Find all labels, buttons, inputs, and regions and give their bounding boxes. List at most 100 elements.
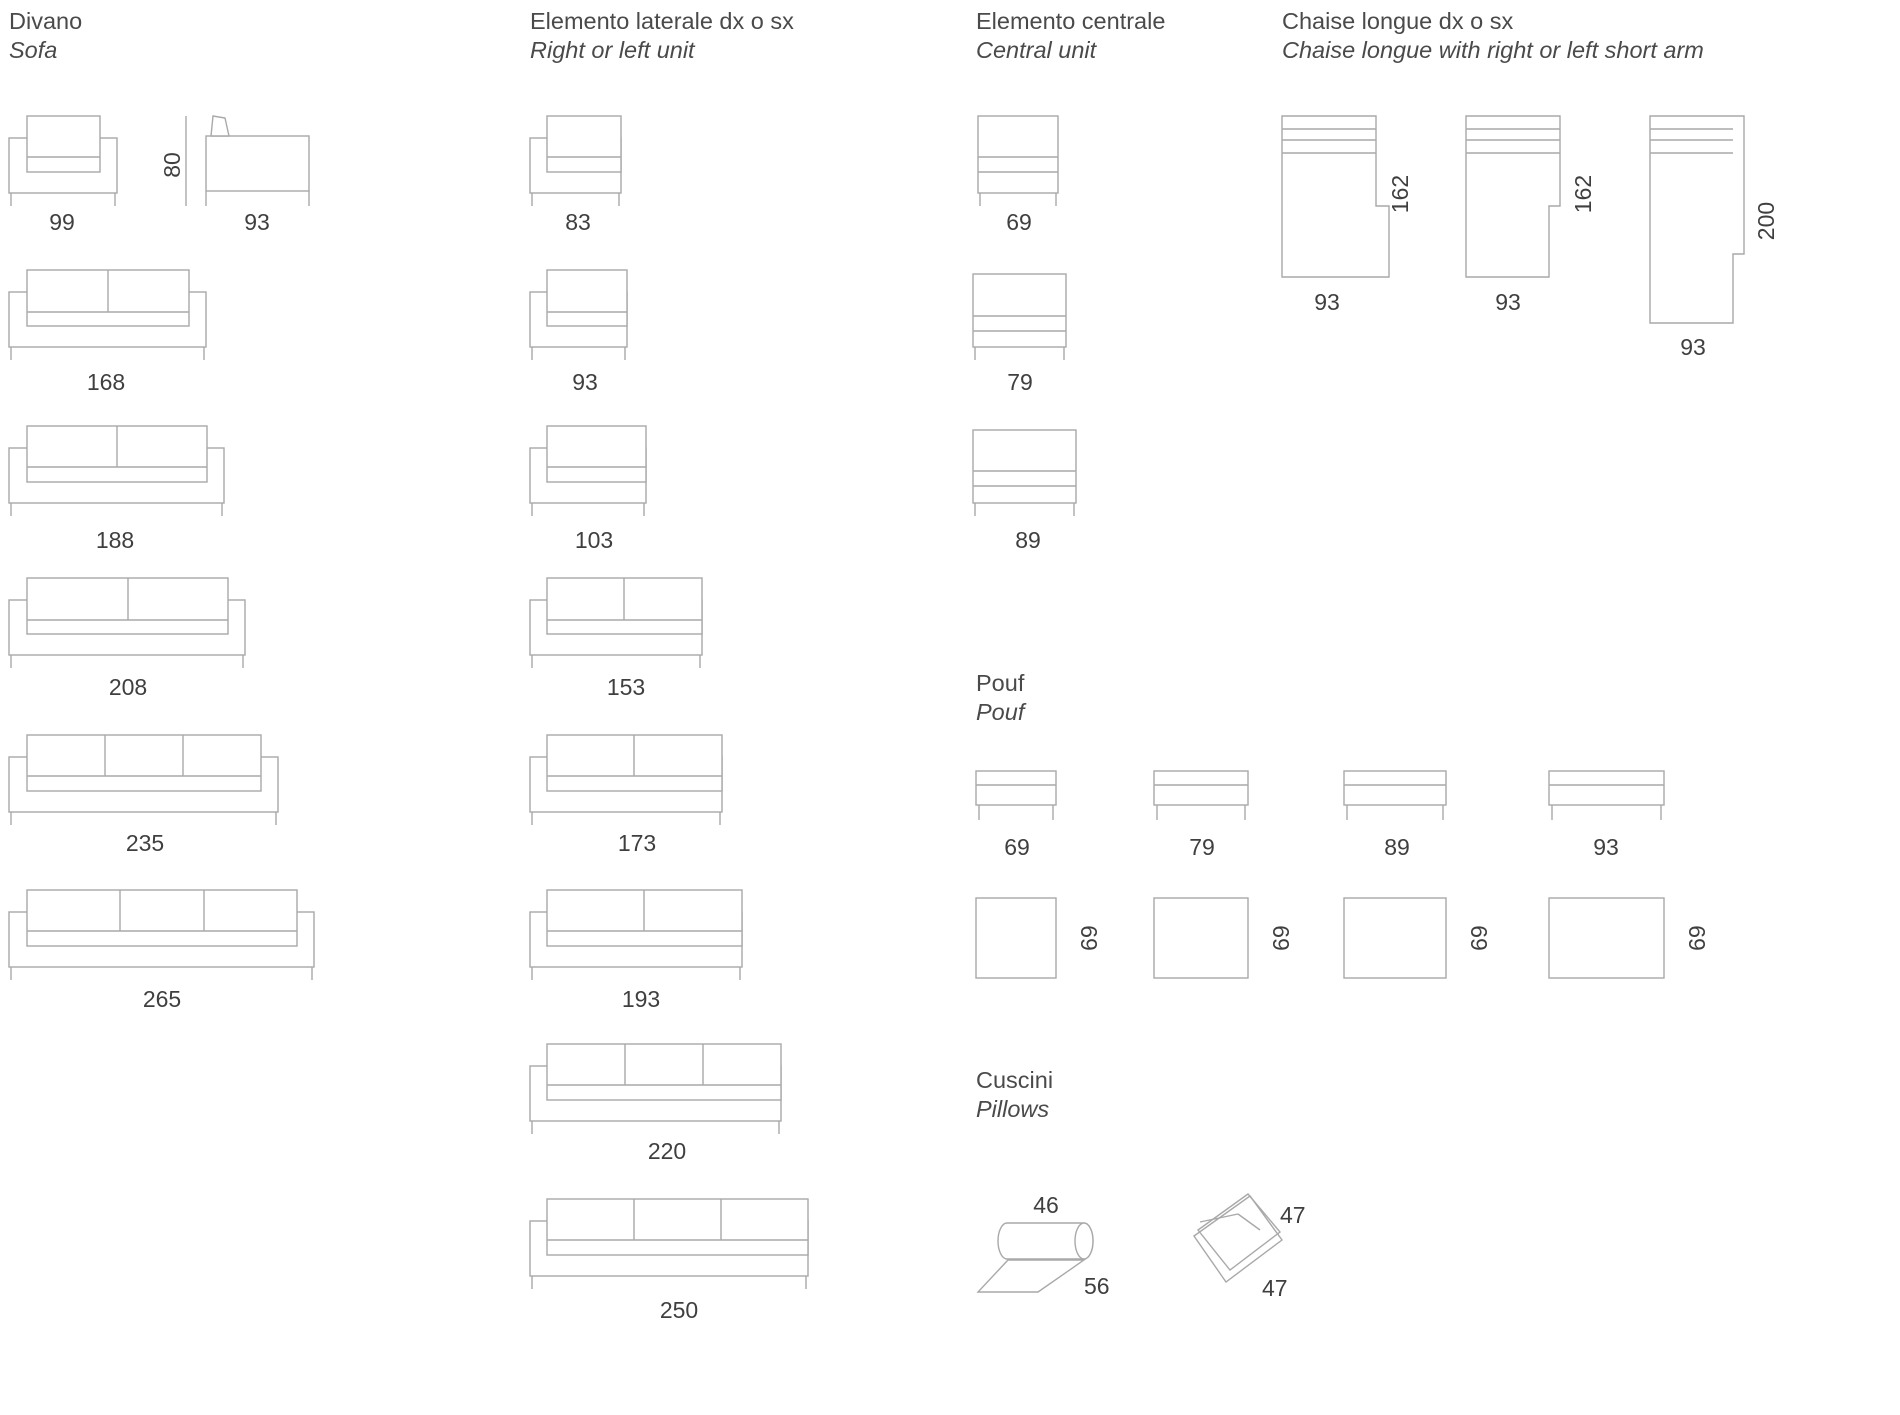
cushion-crease [1237,1213,1261,1231]
side-unit-title: Elemento laterale dx o sx [530,8,794,34]
sofa-front-265 [8,889,315,980]
pillow-square-side-b-label: 47 [1262,1275,1288,1301]
central-unit-width-label: 89 [1015,527,1041,553]
central-unit-width-label: 79 [1007,369,1033,395]
sofa-back [26,734,262,792]
chaise-width-label: 93 [1495,289,1521,315]
chaise-length-label: 162 [1570,175,1596,213]
sofa-width-label: 99 [49,209,75,235]
side-unit-93 [529,269,628,360]
sofa-width-label: 188 [96,527,134,553]
sofa-side-view [185,115,310,206]
pouf-width-label: 79 [1189,834,1215,860]
sofa-width-label: 235 [126,830,164,856]
sofa-subtitle: Sofa [9,37,57,63]
pouf-plan-89 [1343,897,1447,979]
side-unit-153 [529,577,703,668]
side-unit-width-label: 220 [648,1138,686,1164]
sofa-back [26,889,298,947]
pouf-depth-label: 69 [1268,925,1294,951]
pouf-title: Pouf [976,670,1025,696]
roll-cushion-end [1074,1222,1094,1260]
central-unit-width-label: 69 [1006,209,1032,235]
unit-body [977,115,1059,194]
pouf-width-label: 69 [1004,834,1030,860]
pouf-plan-93 [1548,897,1665,979]
side-unit-subtitle: Right or left unit [530,37,696,63]
unit-body [972,273,1067,348]
side-unit-width-label: 153 [607,674,645,700]
chaise-162-b [1465,115,1561,278]
central-unit-69 [977,115,1059,206]
side-unit-83 [529,115,622,206]
sofa-height-label: 80 [159,152,185,178]
unit-back [546,1043,782,1101]
sofa-title: Divano [9,8,82,34]
pouf-body [1548,770,1665,806]
side-unit-width-label: 93 [572,369,598,395]
central-unit-subtitle: Central unit [976,37,1098,63]
chaise-length-label: 200 [1753,202,1779,240]
chaise-length-label: 162 [1387,175,1413,213]
side-unit-width-label: 83 [565,209,591,235]
sofa-front-208 [8,577,246,668]
side-unit-width-label: 173 [618,830,656,856]
pouf-depth-label: 69 [1466,925,1492,951]
unit-back [546,269,628,327]
sofa-width-label: 168 [87,369,125,395]
pillow-roll-width-label: 56 [1084,1273,1110,1299]
pouf-body [1343,770,1447,806]
chaise-200 [1649,115,1745,324]
unit-back [546,425,647,483]
pillow-square [1193,1193,1283,1283]
pouf-subtitle: Pouf [976,699,1027,725]
side-unit-width-label: 103 [575,527,613,553]
pillow-roll-length-label: 46 [1033,1192,1059,1218]
pouf-front-93 [1548,770,1665,820]
pouf-front-89 [1343,770,1447,820]
sofa-width-label: 265 [143,986,181,1012]
unit-back [546,115,622,173]
chaise-162-a [1281,115,1390,278]
side-unit-width-label: 193 [622,986,660,1012]
side-backrest [210,115,230,137]
chaise-width-label: 93 [1314,289,1340,315]
central-unit-79 [972,273,1067,360]
pouf-depth-label: 69 [1684,925,1710,951]
chaise-outline [1465,115,1561,278]
pouf-width-label: 89 [1384,834,1410,860]
side-body [205,135,310,192]
pillows-subtitle: Pillows [976,1096,1049,1122]
sofa-front-99 [8,115,118,206]
sofa-back [26,115,101,173]
sofa-width-label: 208 [109,674,147,700]
pillow-roll [976,1222,1094,1293]
sofa-front-168 [8,269,207,360]
pouf-plan-79 [1153,897,1249,979]
chaise-subtitle: Chaise longue with right or left short a… [1282,37,1704,63]
pouf-width-label: 93 [1593,834,1619,860]
square-cushion-top [1196,1193,1282,1271]
pouf-body [1153,770,1249,806]
square-cushion [1193,1195,1283,1283]
pouf-front-79 [1153,770,1249,820]
chaise-outline [1649,115,1745,324]
chaise-width-label: 93 [1680,334,1706,360]
cushion-crease [1199,1213,1239,1223]
unit-back [546,1198,809,1256]
pillows-title: Cuscini [976,1067,1053,1093]
pouf-depth-label: 69 [1076,925,1102,951]
pouf-front-69 [975,770,1057,820]
side-unit-193 [529,889,743,980]
sofa-front-235 [8,734,279,825]
side-unit-250 [529,1198,809,1289]
side-unit-220 [529,1043,782,1134]
central-unit-title: Elemento centrale [976,8,1165,34]
chaise-outline [1281,115,1390,278]
chaise-title: Chaise longue dx o sx [1282,8,1513,34]
pouf-body [975,770,1057,806]
pillow-shadow [976,1259,1087,1293]
pouf-plan-69 [975,897,1057,979]
